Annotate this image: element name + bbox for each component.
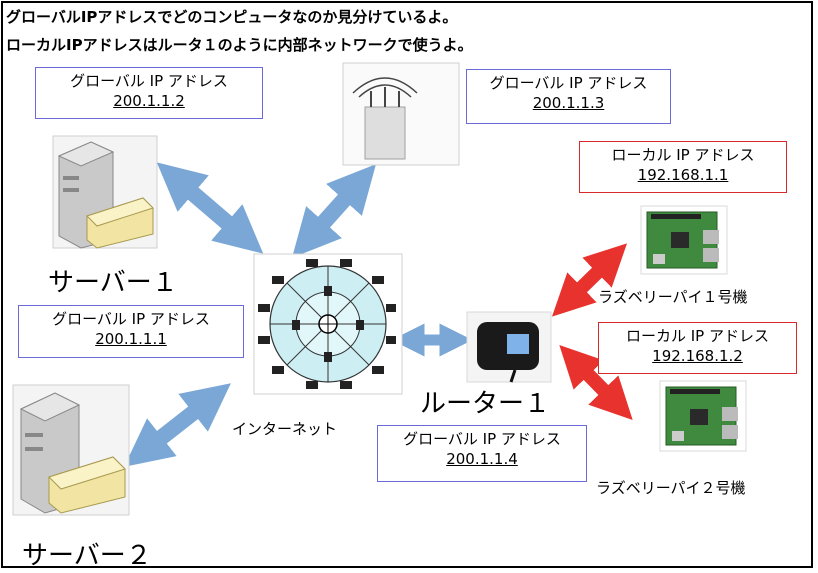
ip-address: 200.1.1.2: [113, 92, 185, 110]
local-ip-box-192-168-1-1: ローカル IP アドレス 192.168.1.1: [579, 141, 787, 193]
server-1-label: サーバー１: [48, 268, 178, 298]
raspberry-pi-icon: [640, 205, 728, 275]
raspberry-pi-icon: [659, 380, 747, 452]
ip-box-label: グローバル IP アドレス: [403, 430, 561, 448]
ip-address: 200.1.1.3: [532, 94, 605, 112]
arrow-server1-internet: [124, 383, 231, 467]
ip-address: 192.168.1.2: [652, 347, 743, 365]
global-ip-box-200-1-1-4: グローバル IP アドレス 200.1.1.4: [377, 425, 587, 482]
ip-box-label: グローバル IP アドレス: [52, 310, 210, 328]
arrow-router-pi2: [559, 344, 633, 421]
ip-address: 200.1.1.1: [95, 330, 167, 348]
ip-box-label: グローバル IP アドレス: [70, 72, 228, 90]
local-ip-box-192-168-1-2: ローカル IP アドレス 192.168.1.2: [598, 322, 797, 374]
raspberry-pi-2-label: ラズベリーパイ２号機: [596, 479, 746, 497]
arrow-router-pi1: [551, 243, 628, 317]
global-ip-box-200-1-1-1: グローバル IP アドレス 200.1.1.1: [18, 305, 244, 358]
server-2-label: サーバー２: [22, 541, 152, 571]
router-icon: [466, 311, 552, 383]
arrow-ap-internet: [291, 164, 377, 258]
ip-box-label: ローカル IP アドレス: [611, 146, 755, 164]
ip-address: 192.168.1.1: [637, 166, 729, 184]
global-ip-box-200-1-1-2: グローバル IP アドレス 200.1.1.2: [35, 67, 263, 119]
router-1-label: ルーター１: [420, 389, 551, 419]
server-icon: [52, 135, 158, 249]
arrow-server2-internet: [156, 162, 264, 254]
header-line-2: ローカルIPアドレスはルータ１のように内部ネットワークで使うよ。: [6, 36, 473, 54]
internet-label: インターネット: [232, 420, 338, 438]
ip-address: 200.1.1.4: [446, 450, 518, 468]
raspberry-pi-1-label: ラズベリーパイ１号機: [598, 288, 748, 306]
global-ip-box-200-1-1-3: グローバル IP アドレス 200.1.1.3: [466, 69, 671, 124]
ip-box-label: グローバル IP アドレス: [489, 74, 648, 92]
header-line-1: グローバルIPアドレスでどのコンピュータなのか見分けているよ。: [6, 8, 458, 26]
access-point-icon: [342, 62, 460, 166]
server-icon: [12, 384, 130, 516]
ip-box-label: ローカル IP アドレス: [625, 327, 769, 345]
internet-network-icon: [253, 253, 403, 395]
